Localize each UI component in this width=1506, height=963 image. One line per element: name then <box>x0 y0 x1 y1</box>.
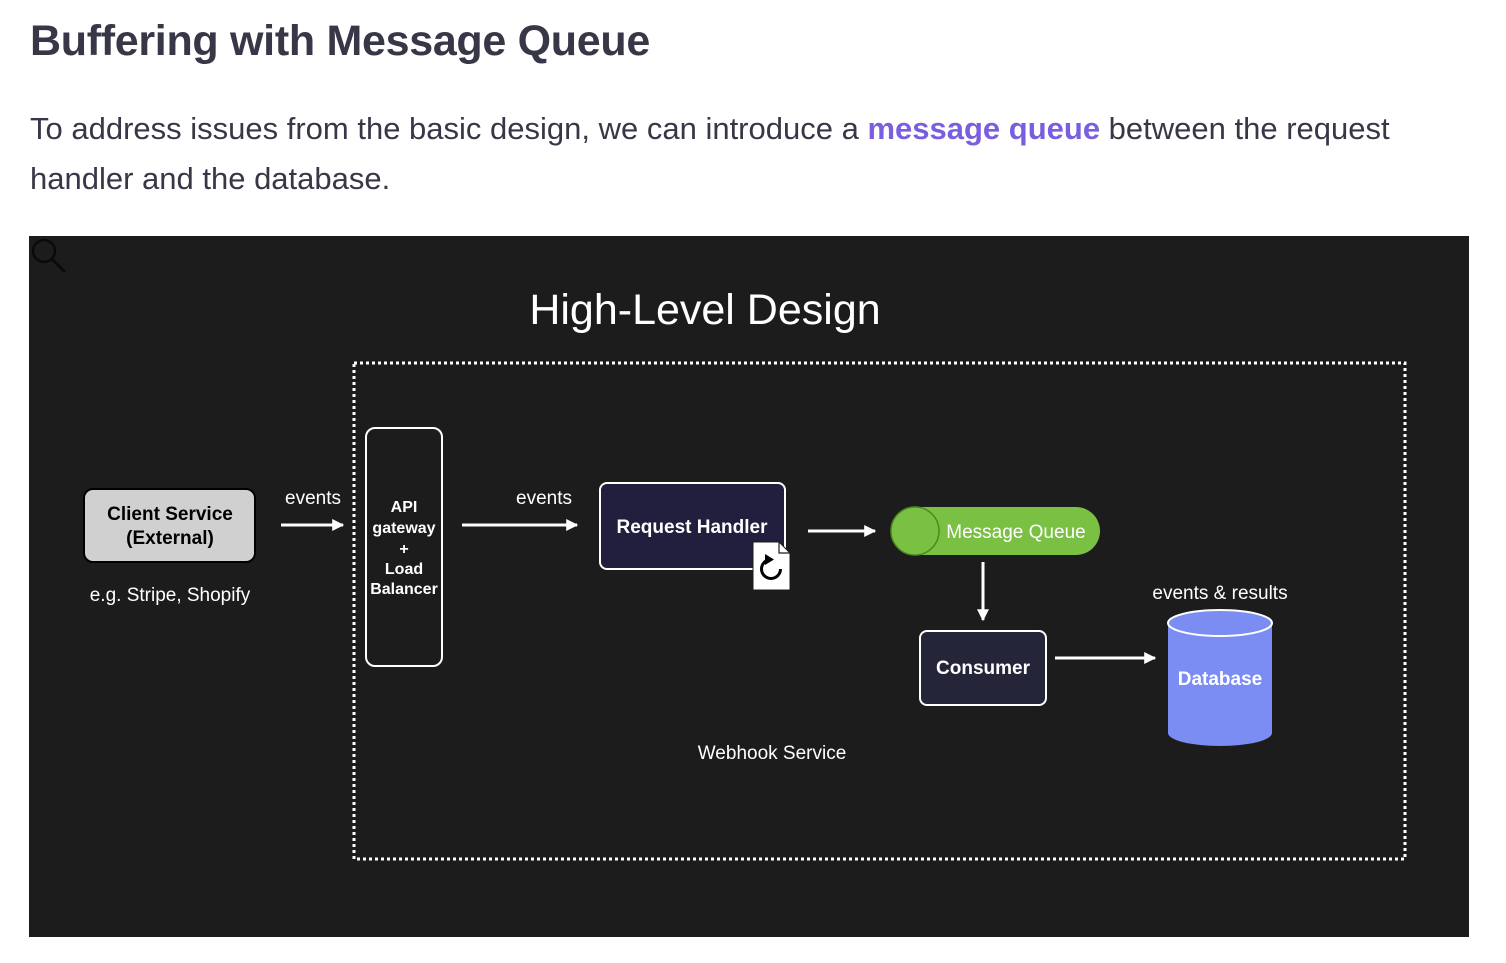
client-service-node[interactable]: Client Service (External) <box>83 488 256 563</box>
gateway-label-line-3: + <box>399 541 408 558</box>
article-title: Buffering with Message Queue <box>30 17 650 65</box>
refresh-document-icon <box>752 541 791 591</box>
message-queue-node[interactable]: Message Queue <box>890 506 1100 556</box>
request-handler-label: Request Handler <box>617 517 769 538</box>
api-gateway-node[interactable]: API gateway + Load Balancer <box>365 427 443 667</box>
high-level-design-figure[interactable]: High-Level Design Webhook Service Client… <box>29 236 1469 937</box>
edge-label-gateway-events: events <box>516 488 572 509</box>
client-service-label: Client Service <box>107 504 233 525</box>
database-label: Database <box>1178 669 1263 690</box>
intro-text-after: between the request handler and the data… <box>30 111 1390 196</box>
request-handler-node[interactable]: Request Handler <box>599 482 786 570</box>
magnifier-icon[interactable] <box>29 236 69 276</box>
diagram-title: High-Level Design <box>529 286 880 334</box>
edge-label-events-results: events & results <box>1152 583 1287 604</box>
intro-text-before: To address issues from the basic design,… <box>30 111 868 146</box>
webhook-service-label: Webhook Service <box>698 743 847 764</box>
gateway-label-line-5: Balancer <box>370 581 438 598</box>
intro-paragraph: To address issues from the basic design,… <box>30 104 1480 204</box>
webhook-service-boundary <box>352 361 1407 861</box>
gateway-label-line-2: gateway <box>372 520 435 537</box>
client-service-caption: e.g. Stripe, Shopify <box>90 585 251 606</box>
diagram-canvas: High-Level Design Webhook Service Client… <box>83 286 1407 861</box>
message-queue-label: Message Queue <box>946 522 1085 543</box>
gateway-label-line-4: Load <box>385 561 423 578</box>
gateway-label-line-1: API <box>391 499 418 516</box>
edge-label-client-events: events <box>285 488 341 509</box>
database-node[interactable]: Database <box>1167 609 1273 746</box>
consumer-node[interactable]: Consumer <box>919 630 1047 706</box>
client-service-sublabel: (External) <box>126 528 214 549</box>
consumer-label: Consumer <box>936 658 1031 679</box>
message-queue-link[interactable]: message queue <box>867 111 1101 146</box>
